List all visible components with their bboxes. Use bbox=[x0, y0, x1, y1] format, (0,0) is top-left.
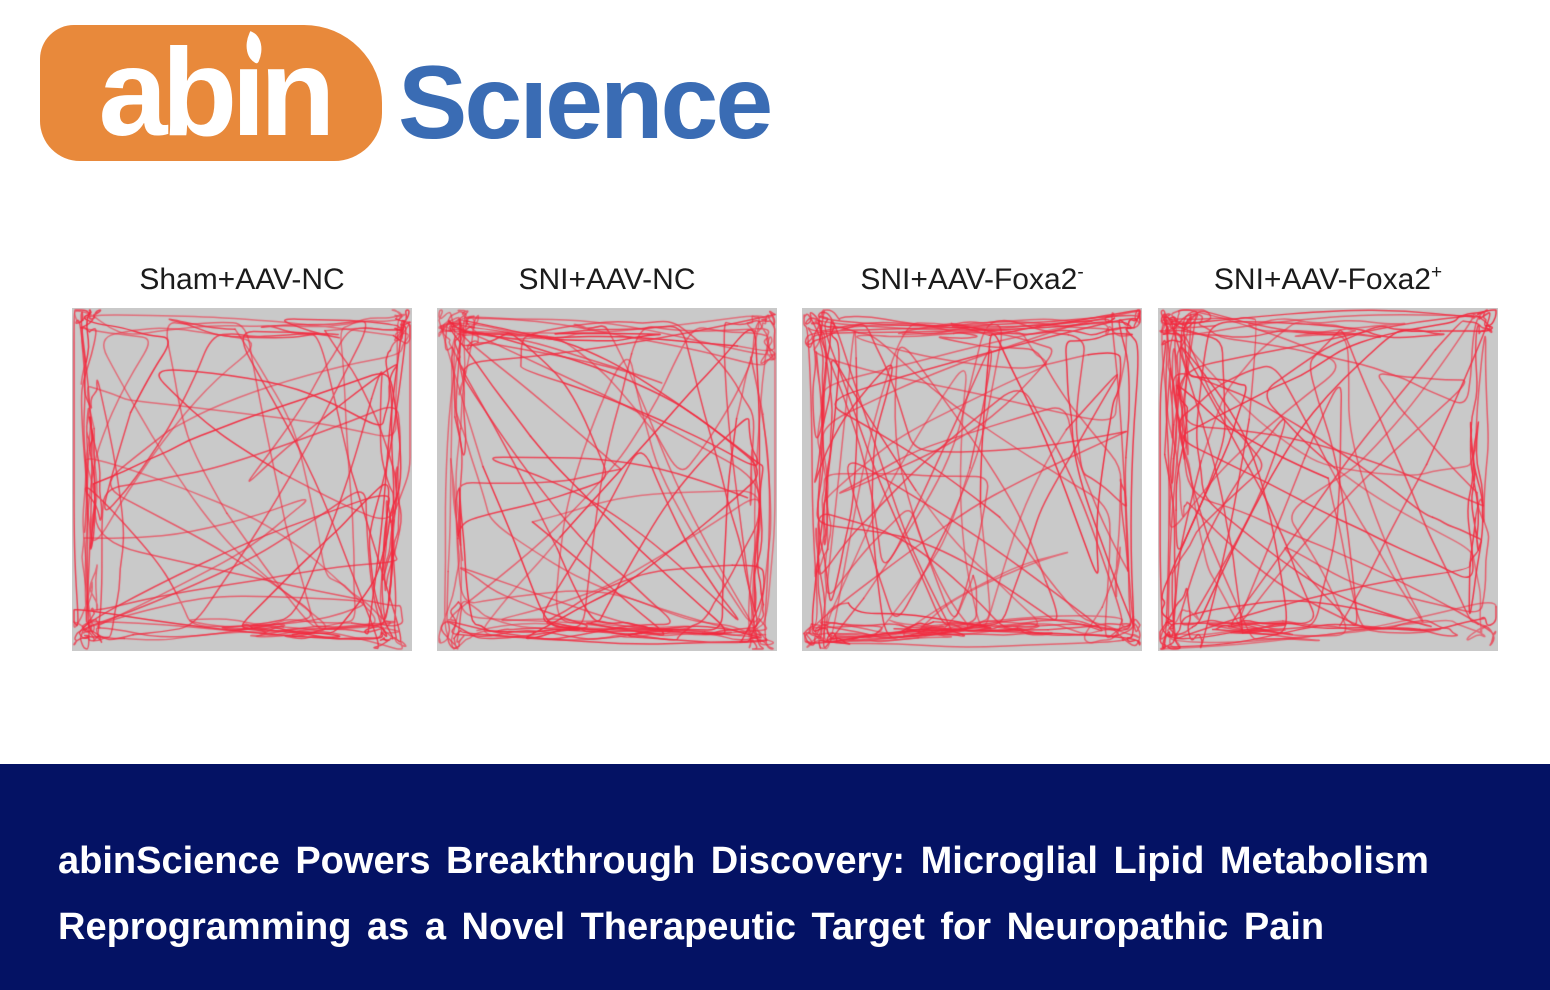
panel-label: SNI+AAV-NC bbox=[518, 263, 696, 296]
trace-panel-sham-aav-nc: Sham+AAV-NC bbox=[72, 258, 412, 651]
headline-line-1: abinScience Powers Breakthrough Discover… bbox=[58, 840, 1429, 882]
footer-banner: abinScience Powers Breakthrough Discover… bbox=[0, 764, 1550, 990]
open-field-trace-canvas bbox=[802, 308, 1142, 651]
trace-panel-sni-aav-nc: SNI+AAV-NC bbox=[437, 258, 777, 651]
science-letter-i: ı bbox=[519, 45, 548, 161]
open-field-figure: Sham+AAV-NC SNI+AAV-NC SNI+AAV-Foxa2- SN… bbox=[72, 258, 1498, 651]
abin-text-post: n bbox=[259, 24, 336, 162]
science-text-pre: Sc bbox=[398, 45, 522, 161]
trace-panel-sni-aav-foxa2-minus: SNI+AAV-Foxa2- bbox=[802, 258, 1142, 651]
open-field-trace-canvas bbox=[437, 308, 777, 651]
panel-label: SNI+AAV-Foxa2+ bbox=[1213, 262, 1443, 296]
trace-panel-sni-aav-foxa2-plus: SNI+AAV-Foxa2+ bbox=[1158, 258, 1498, 651]
science-text-post: ence bbox=[545, 45, 773, 161]
abin-text-pre: ab bbox=[98, 24, 238, 162]
open-field-trace-canvas bbox=[72, 308, 412, 651]
open-field-trace-canvas bbox=[1158, 308, 1498, 651]
panel-label: SNI+AAV-Foxa2- bbox=[860, 262, 1084, 296]
headline-line-2: Reprogramming as a Novel Therapeutic Tar… bbox=[58, 906, 1325, 948]
panel-label: Sham+AAV-NC bbox=[139, 263, 345, 296]
